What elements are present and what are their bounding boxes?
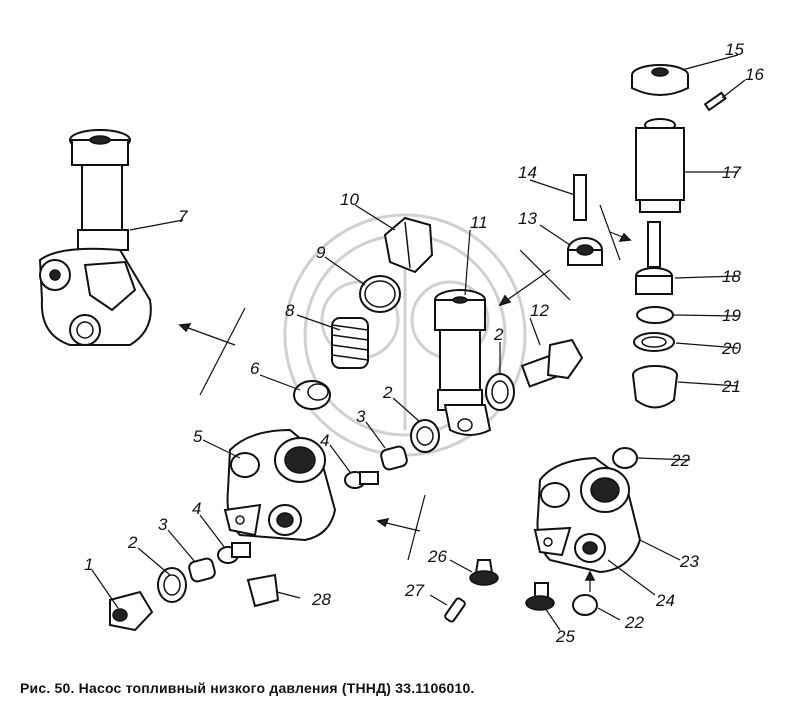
label-27: 27 (404, 581, 424, 600)
part-labels: 1 2 3 4 5 6 7 8 9 10 11 12 2 2 3 4 13 14… (84, 40, 764, 646)
part-3-small-springs (188, 445, 408, 583)
label-25: 25 (555, 627, 575, 646)
label-1: 1 (84, 555, 93, 574)
label-18: 18 (722, 267, 741, 286)
figure-caption: Рис. 50. Насос топливный низкого давлени… (20, 680, 475, 696)
part-15-cap (631, 64, 689, 96)
part-28-cap (246, 573, 280, 608)
label-14: 14 (518, 163, 537, 182)
label-2: 2 (127, 533, 138, 552)
label-8: 8 (285, 301, 295, 320)
part-22-caps (572, 447, 638, 616)
assembly-arrows (178, 204, 632, 592)
label-11: 11 (470, 213, 488, 232)
label-2-center: 2 (382, 383, 393, 402)
label-3: 3 (158, 515, 168, 534)
label-13: 13 (518, 209, 537, 228)
part-14-rod (573, 174, 587, 221)
part-27-pin (444, 597, 466, 623)
label-4-center: 4 (320, 431, 329, 450)
part-16-pin (703, 91, 727, 112)
part-21-cup (632, 365, 678, 409)
label-17: 17 (722, 163, 741, 182)
label-10: 10 (340, 190, 359, 209)
label-24: 24 (655, 591, 675, 610)
label-16: 16 (745, 65, 764, 84)
label-3-center: 3 (356, 407, 366, 426)
part-2-washers (157, 373, 515, 603)
part-9-ring (359, 275, 401, 313)
label-20: 20 (721, 339, 741, 358)
part-11-piston-assembly (434, 289, 492, 436)
label-23: 23 (679, 552, 699, 571)
label-26: 26 (427, 547, 447, 566)
label-21: 21 (721, 377, 741, 396)
label-4: 4 (192, 499, 201, 518)
part-5-pump-body (223, 428, 337, 542)
label-22-top: 22 (670, 451, 690, 470)
part-7-pump-assembly (38, 129, 152, 346)
label-7: 7 (178, 207, 188, 226)
part-25-valve (525, 582, 555, 611)
part-19-ring (636, 306, 674, 324)
label-5: 5 (193, 427, 203, 446)
part-13-valve (567, 237, 603, 266)
part-6-bushing (293, 380, 331, 410)
part-26-valve (469, 559, 499, 586)
label-28: 28 (311, 590, 331, 609)
part-8-spring (331, 317, 369, 369)
label-12: 12 (530, 301, 549, 320)
part-10-nut (383, 216, 434, 274)
leader-lines (91, 54, 746, 631)
label-15: 15 (725, 40, 744, 59)
part-17-cylinder (635, 118, 685, 213)
label-6: 6 (250, 359, 260, 378)
part-23-pump-body (533, 456, 642, 574)
part-20-ring (633, 332, 675, 352)
part-1-fitting (109, 590, 154, 632)
label-9: 9 (316, 243, 326, 262)
label-2-right: 2 (493, 325, 504, 344)
part-18-piston (635, 221, 673, 295)
part-4-valves (217, 471, 379, 564)
label-19: 19 (722, 306, 741, 325)
part-12-fitting (520, 338, 584, 388)
label-22-bottom: 22 (624, 613, 644, 632)
